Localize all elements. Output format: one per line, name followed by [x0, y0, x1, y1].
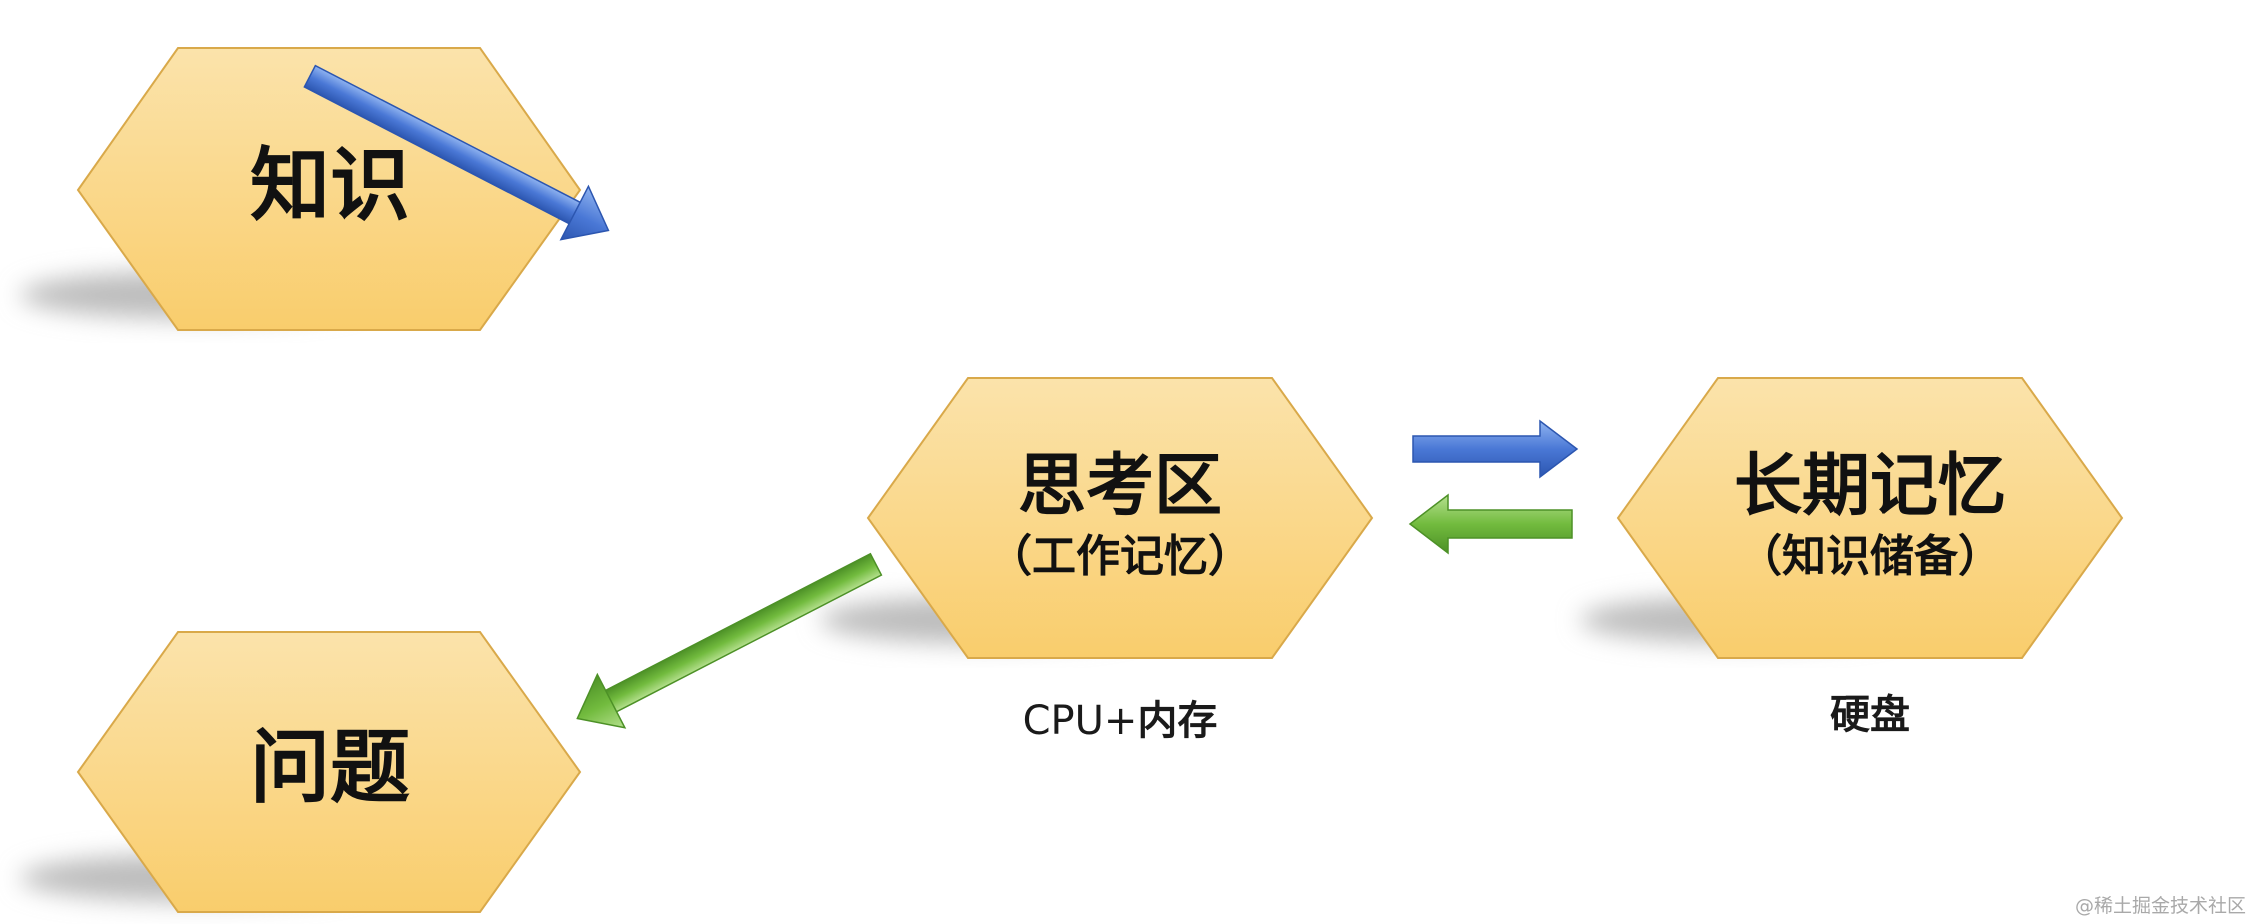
watermark-text: @稀土掘金技术社区 [2074, 895, 2246, 917]
caption-thinking-suffix: 内存 [1137, 698, 1218, 744]
node-longterm-label: 长期记忆 （知识储备） [1670, 447, 2070, 583]
node-knowledge-label: 知识 [180, 140, 480, 232]
node-problem-label: 问题 [180, 722, 480, 814]
node-knowledge-title: 知识 [250, 139, 410, 232]
caption-thinking: CPU+内存 [920, 688, 1320, 746]
node-longterm-title: 长期记忆 [1733, 447, 2006, 526]
caption-longterm: 硬盘 [1670, 682, 2070, 740]
arrow-thinking-to-longterm [1412, 419, 1579, 479]
hexagon-longterm [1616, 377, 2124, 659]
caption-longterm-text: 硬盘 [1830, 692, 1910, 738]
hexagon-knowledge [76, 47, 582, 331]
arrow-knowledge-to-thinking [303, 64, 610, 241]
node-thinking-label: 思考区 （工作记忆） [920, 447, 1320, 583]
node-longterm-subtitle: （知识储备） [1738, 531, 2002, 583]
hexagon-problem [76, 631, 582, 913]
arrow-longterm-to-thinking [1408, 493, 1573, 555]
node-problem-title: 问题 [250, 721, 410, 814]
node-thinking-subtitle: （工作记忆） [988, 531, 1252, 583]
node-thinking-title: 思考区 [1017, 447, 1222, 526]
arrow-thinking-to-problem [576, 552, 883, 729]
caption-thinking-prefix: CPU+ [1022, 698, 1138, 744]
hexagon-thinking [866, 377, 1374, 659]
